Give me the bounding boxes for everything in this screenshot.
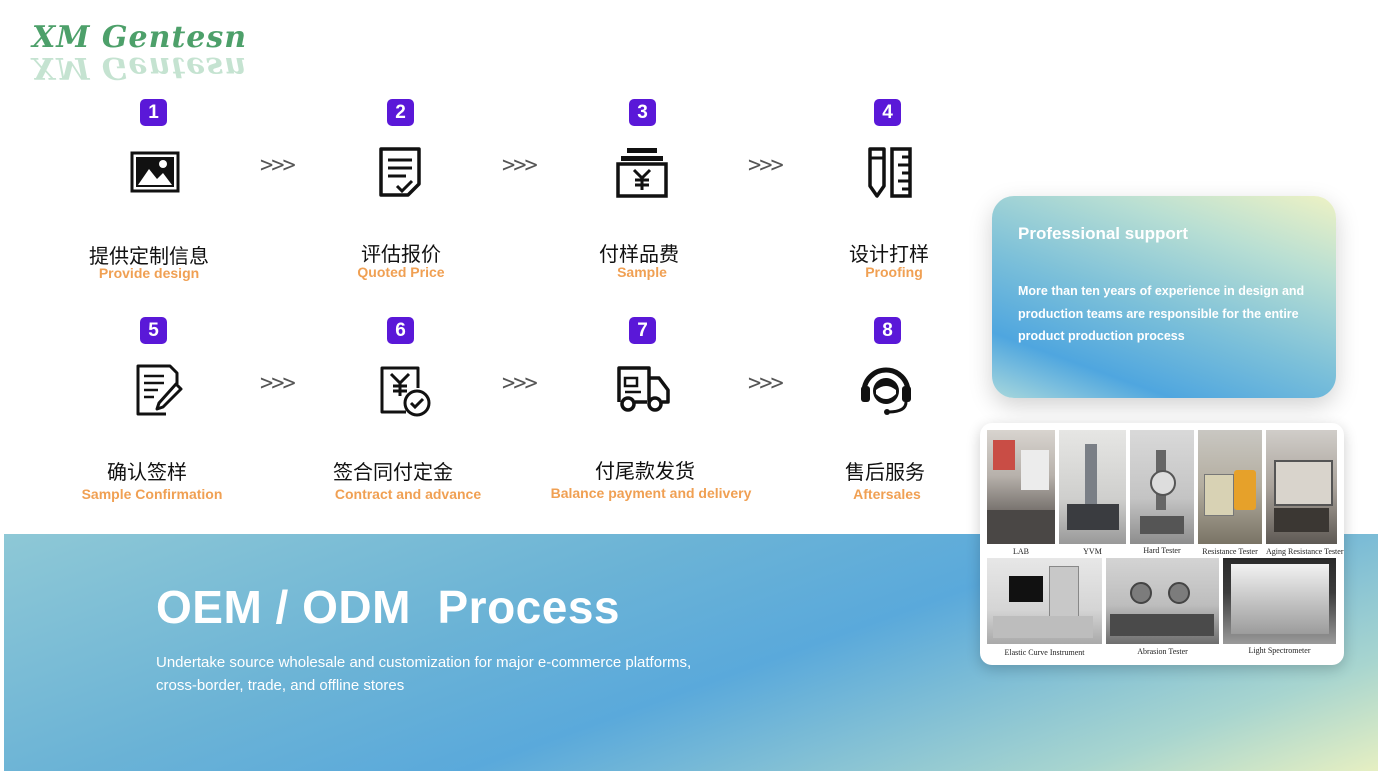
- step-5-title-en: Sample Confirmation: [81, 486, 223, 502]
- step-8-badge: 8: [874, 317, 901, 344]
- photo-yvm: [1059, 430, 1126, 544]
- step-2-title-cn: 评估报价: [361, 242, 441, 266]
- caption-abrasion-tester: Abrasion Tester: [1137, 647, 1188, 656]
- logo-text: XM Gentesn: [32, 20, 248, 55]
- step-3-title-cn: 付样品费: [599, 242, 679, 266]
- caption-elastic-curve-instrument: Elastic Curve Instrument: [1004, 648, 1085, 657]
- step-5-title-cn: 确认签样: [107, 460, 187, 484]
- step-2-badge: 2: [387, 99, 414, 126]
- lab-equipment-photos: LAB YVM Hard Tester Resistance Tester Ag…: [980, 423, 1344, 665]
- step-1-badge: 1: [140, 99, 167, 126]
- step-7-title-cn: 付尾款发货: [595, 459, 695, 483]
- caption-light-spectrometer: Light Spectrometer: [1248, 646, 1311, 655]
- step-arrows-1-2: >>>: [260, 153, 296, 178]
- yen-payment-icon: [614, 144, 670, 200]
- step-4-badge: 4: [874, 99, 901, 126]
- step-2-title-en: Quoted Price: [357, 264, 445, 280]
- support-card-title: Professional support: [1018, 224, 1189, 243]
- caption-hard-tester: Hard Tester: [1143, 546, 1181, 555]
- step-8-title-cn: 售后服务: [845, 460, 925, 484]
- step-4-title-cn: 设计打样: [849, 242, 929, 266]
- step-8-title-en: Aftersales: [853, 486, 921, 502]
- photo-resistance-tester: [1198, 430, 1262, 544]
- professional-support-card: [992, 196, 1336, 398]
- step-7-title-en: Balance payment and delivery: [550, 485, 752, 501]
- banner-title: OEM / ODM Process: [156, 581, 621, 633]
- banner-subtitle-line-1: Undertake source wholesale and customiza…: [156, 654, 692, 671]
- caption-aging-resistance-tester: Aging Resistance Tester: [1266, 547, 1344, 556]
- company-logo: XM Gentesn XM Gentesn: [28, 20, 247, 96]
- photo-light-spectrometer: [1223, 558, 1336, 644]
- step-7-badge: 7: [629, 317, 656, 344]
- step-6-badge: 6: [387, 317, 414, 344]
- photo-aging-resistance-tester: [1266, 430, 1337, 544]
- caption-lab: LAB: [1013, 547, 1029, 556]
- photo-hard-tester: [1130, 430, 1194, 544]
- yen-receipt-check-icon: [376, 362, 432, 418]
- headset-support-icon: [858, 362, 914, 418]
- banner-subtitle-line-2: cross-border, trade, and offline stores: [156, 677, 405, 694]
- delivery-truck-icon: [615, 362, 671, 418]
- photo-lab: [987, 430, 1055, 544]
- step-5-badge: 5: [140, 317, 167, 344]
- step-1-title-en: Provide design: [98, 265, 200, 281]
- ruler-pencil-icon: [862, 144, 918, 200]
- step-1-title-cn: 提供定制信息: [89, 244, 209, 268]
- document-check-icon: [372, 144, 428, 200]
- photo-abrasion-tester: [1106, 558, 1219, 644]
- step-arrows-3-4: >>>: [748, 153, 784, 178]
- step-arrows-2-3: >>>: [502, 153, 538, 178]
- step-4-title-en: Proofing: [865, 264, 923, 280]
- step-arrows-7-8: >>>: [748, 371, 784, 396]
- step-arrows-5-6: >>>: [260, 371, 296, 396]
- support-card-text: More than ten years of experience in des…: [1018, 284, 1305, 343]
- caption-resistance-tester: Resistance Tester: [1202, 547, 1258, 556]
- banner-subtitle: Undertake source wholesale and customiza…: [156, 651, 756, 697]
- edit-document-icon: [130, 362, 186, 418]
- step-6-title-en: Contract and advance: [334, 486, 482, 502]
- logo-reflection: XM Gentesn: [32, 50, 248, 85]
- step-6-title-cn: 签合同付定金: [333, 460, 453, 484]
- photo-elastic-curve-instrument: [987, 558, 1102, 644]
- step-arrows-6-7: >>>: [502, 371, 538, 396]
- caption-yvm: YVM: [1083, 547, 1102, 556]
- image-icon: [127, 144, 183, 200]
- step-3-badge: 3: [629, 99, 656, 126]
- step-3-title-en: Sample: [617, 264, 667, 280]
